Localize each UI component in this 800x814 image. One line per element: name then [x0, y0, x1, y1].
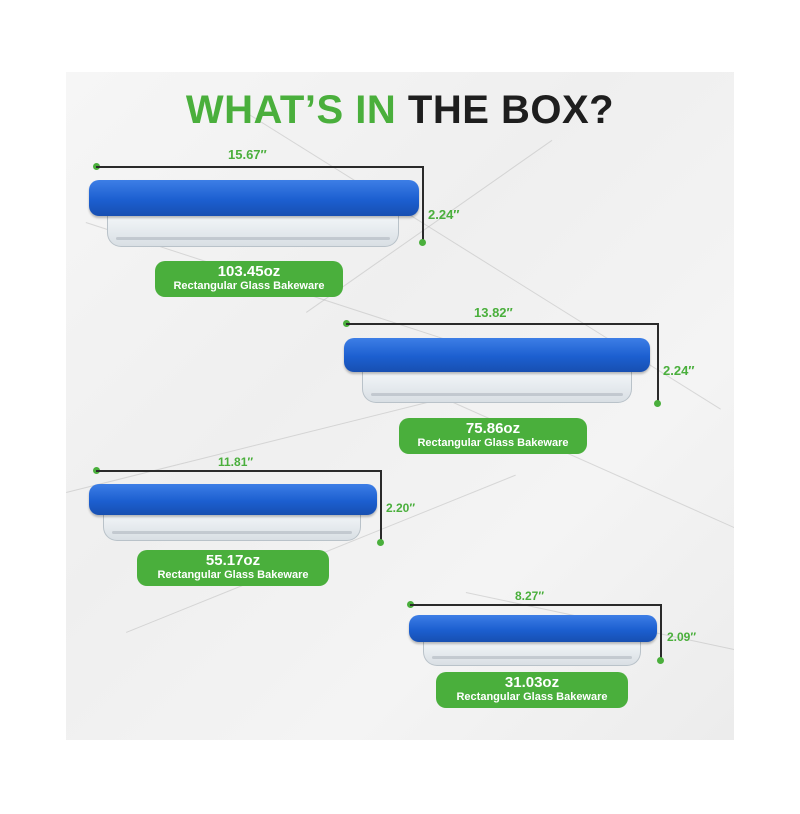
height-line	[380, 470, 382, 542]
measure-dot	[377, 539, 384, 546]
height-line	[660, 604, 662, 660]
length-line	[346, 323, 658, 325]
length-label: 15.67″	[228, 147, 267, 162]
capacity-value: 103.45oz	[217, 263, 281, 280]
blue-lid	[344, 338, 650, 372]
glass-dish	[344, 338, 650, 406]
length-label: 11.81″	[218, 455, 254, 469]
length-label: 8.27″	[515, 589, 545, 603]
capacity-label: 103.45oz Rectangular Glass Bakeware	[155, 261, 343, 297]
product-name: Rectangular Glass Bakeware	[173, 280, 325, 292]
glass-dish	[89, 484, 377, 544]
product-name: Rectangular Glass Bakeware	[157, 569, 309, 581]
product-name: Rectangular Glass Bakeware	[417, 437, 569, 449]
length-line	[96, 166, 423, 168]
blue-lid	[409, 615, 657, 642]
capacity-value: 55.17oz	[205, 552, 261, 569]
length-label: 13.82″	[474, 305, 513, 320]
capacity-label: 55.17oz Rectangular Glass Bakeware	[137, 550, 329, 586]
height-label: 2.24″	[428, 207, 460, 222]
capacity-value: 75.86oz	[465, 420, 521, 437]
glass-dish	[409, 615, 657, 669]
capacity-label: 31.03oz Rectangular Glass Bakeware	[436, 672, 628, 708]
measure-dot	[657, 657, 664, 664]
height-label: 2.20″	[386, 501, 416, 515]
blue-lid	[89, 180, 419, 216]
blue-lid	[89, 484, 377, 515]
length-line	[410, 604, 661, 606]
measure-dot	[419, 239, 426, 246]
product-name: Rectangular Glass Bakeware	[456, 691, 608, 703]
measure-dot	[654, 400, 661, 407]
height-line	[657, 323, 659, 403]
length-line	[96, 470, 381, 472]
height-line	[422, 166, 424, 242]
title-green: WHAT’S IN	[185, 88, 397, 132]
glass-dish	[89, 180, 419, 252]
page-title: WHAT’S IN THE BOX?	[66, 88, 734, 133]
height-label: 2.09″	[667, 630, 697, 644]
height-label: 2.24″	[663, 363, 695, 378]
title-dark: THE BOX?	[407, 88, 615, 132]
capacity-label: 75.86oz Rectangular Glass Bakeware	[399, 418, 587, 454]
capacity-value: 31.03oz	[504, 674, 560, 691]
